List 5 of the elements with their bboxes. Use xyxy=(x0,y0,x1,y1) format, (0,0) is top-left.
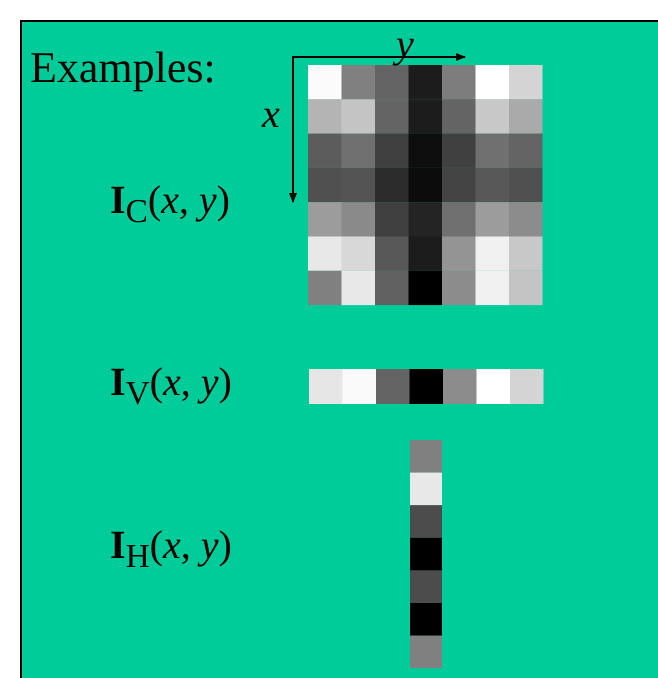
formula: I$_{V}$(x, y) xyxy=(110,362,232,410)
axis-label: x xyxy=(262,94,280,134)
formula: I$_{H}$(x, y) xyxy=(110,525,232,574)
heading: Examples: xyxy=(30,46,216,90)
formula: I$_{C}$(x, y) xyxy=(110,180,230,228)
